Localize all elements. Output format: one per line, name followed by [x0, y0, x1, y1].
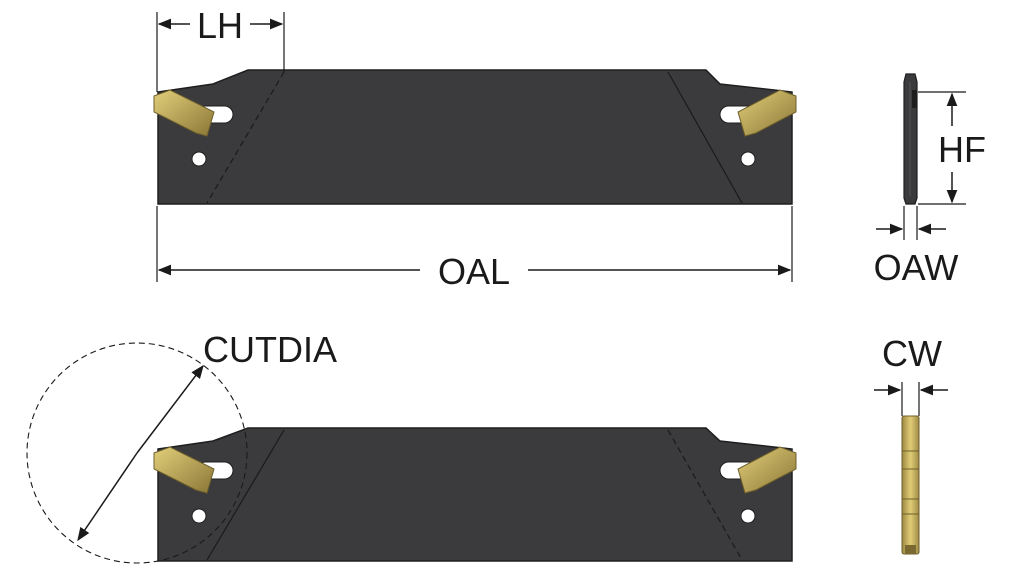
bottom-right-insert [737, 446, 797, 494]
bottom-left-bevel-line [206, 429, 285, 561]
bottom-left-insert [153, 446, 215, 494]
top-right-insert [737, 89, 797, 137]
oal-label: OAL [438, 251, 510, 292]
top-right-hole [740, 151, 756, 167]
side-blade-seat [912, 90, 917, 108]
cw-dimension: CW [874, 333, 948, 416]
cw-label: CW [882, 333, 942, 374]
top-left-insert [153, 89, 215, 137]
cutdia-circle [26, 342, 248, 564]
bottom-blade-body [157, 427, 793, 562]
bottom-left-hole [191, 508, 207, 524]
hf-dimension: HF [918, 91, 986, 205]
cutdia-dimension: CUTDIA [26, 329, 337, 564]
bottom-right-bevel-line [667, 429, 743, 561]
oaw-label: OAW [874, 247, 959, 288]
top-left-hole [191, 151, 207, 167]
insert-side-tip [905, 545, 916, 554]
top-blade [153, 69, 797, 205]
bottom-blade [153, 427, 797, 562]
insert-side-body [901, 415, 920, 555]
lh-dimension: LH [156, 5, 285, 92]
cutdia-arrow-top [136, 364, 204, 454]
top-left-bevel-line [206, 71, 285, 204]
cutdia-arrow-bottom [77, 452, 138, 542]
cutdia-label: CUTDIA [203, 329, 337, 370]
oaw-dimension: OAW [874, 206, 959, 288]
lh-label: LH [197, 5, 243, 46]
bottom-right-hole [740, 508, 756, 524]
oal-dimension: OAL [156, 206, 793, 292]
side-view-blade [903, 73, 918, 205]
hf-label: HF [938, 129, 986, 170]
top-right-bevel-line [667, 71, 743, 204]
insert-side-view [901, 415, 920, 555]
top-blade-body [157, 69, 793, 205]
